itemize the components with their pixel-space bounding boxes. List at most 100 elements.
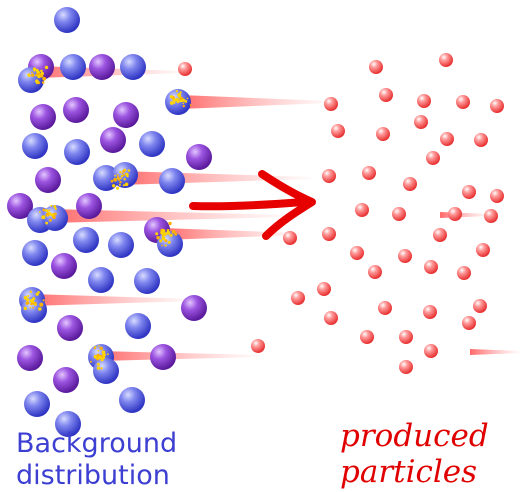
produced-particle	[317, 282, 331, 296]
spark-dot	[23, 306, 27, 311]
blue-ball	[54, 7, 80, 33]
spark-dot	[172, 98, 176, 102]
spark-dot	[29, 306, 32, 309]
purple-ball	[89, 54, 115, 80]
purple-ball	[35, 167, 61, 193]
produced-particle	[462, 316, 476, 330]
spark-dot	[27, 73, 31, 77]
produced-particle	[178, 62, 192, 76]
purple-ball	[51, 253, 77, 279]
produced-particle	[399, 330, 413, 344]
spark-dot	[48, 218, 52, 222]
spark-dot	[119, 181, 122, 184]
purple-ball	[181, 295, 207, 321]
produced-particle	[484, 209, 498, 223]
produced-particle	[291, 291, 305, 305]
purple-ball	[53, 367, 79, 393]
background-distribution-label: Background distribution	[16, 428, 177, 492]
produced-particle	[490, 189, 504, 203]
spark-dot	[179, 96, 183, 100]
particle-trail	[440, 212, 490, 218]
spark-dot	[37, 291, 40, 294]
spark-dot	[164, 244, 167, 247]
spark-dot	[124, 183, 128, 186]
spark-dot	[32, 68, 35, 71]
produced-label-line1: produced	[340, 418, 489, 454]
purple-ball	[186, 144, 212, 170]
spark-dot	[169, 233, 173, 237]
spark-dot	[35, 79, 39, 83]
collision-spark	[155, 221, 178, 247]
spark-dot	[107, 353, 109, 356]
spark-dot	[122, 184, 125, 187]
spark-dot	[46, 215, 49, 217]
produced-particle	[392, 207, 406, 221]
collision-spark	[23, 290, 45, 311]
spark-dot	[173, 101, 176, 104]
spark-dot	[166, 230, 171, 235]
produced-particle	[376, 127, 390, 141]
spark-dot	[160, 230, 164, 235]
purple-ball	[113, 102, 139, 128]
purple-ball	[63, 97, 89, 123]
spark-dot	[97, 349, 100, 352]
produced-particle	[456, 95, 470, 109]
blue-ball	[139, 131, 165, 157]
produced-particle	[417, 94, 431, 108]
produced-particle	[414, 115, 428, 129]
spark-dot	[116, 176, 120, 179]
spark-dot	[38, 211, 41, 213]
spark-dot	[36, 70, 39, 74]
spark-dot	[127, 169, 131, 172]
blue-ball	[134, 268, 160, 294]
spark-dot	[27, 295, 30, 297]
blue-ball	[88, 267, 114, 293]
produced-particle	[448, 207, 462, 221]
spark-dot	[45, 213, 49, 217]
produced-particle	[283, 231, 297, 245]
produced-particle	[368, 265, 382, 279]
spark-dot	[118, 184, 121, 186]
produced-particle	[378, 301, 392, 315]
spark-dot	[52, 215, 56, 219]
spark-dot	[30, 71, 33, 74]
produced-particle	[424, 260, 438, 274]
blue-ball	[55, 411, 81, 437]
produced-particle	[324, 97, 338, 111]
background-label-line2: distribution	[16, 460, 170, 491]
blue-ball	[18, 67, 44, 93]
spark-dot	[122, 169, 126, 173]
purple-ball	[17, 345, 43, 371]
particle-trail	[162, 228, 300, 240]
spark-dot	[173, 230, 176, 233]
spark-dot	[26, 298, 30, 302]
spark-dot	[156, 236, 160, 240]
spark-dot	[50, 213, 53, 216]
spark-dot	[39, 302, 44, 307]
collision-spark	[38, 204, 57, 225]
spark-dot	[163, 232, 167, 236]
spark-dot	[123, 178, 126, 181]
spark-dot	[112, 184, 116, 188]
spark-dot	[120, 174, 124, 178]
blue-ball	[125, 313, 151, 339]
right-arrow-icon	[189, 170, 316, 240]
produced-label-line2: particles	[340, 454, 478, 490]
blue-ball	[22, 133, 48, 159]
spark-dot	[44, 65, 49, 70]
produced-particle	[399, 360, 413, 374]
spark-dot	[175, 98, 180, 102]
blue-ball	[119, 387, 145, 413]
spark-dot	[43, 215, 46, 218]
spark-dot	[41, 81, 45, 84]
particle-trail	[98, 351, 258, 361]
produced-particle	[457, 266, 471, 280]
spark-dot	[189, 104, 192, 106]
spark-dot	[184, 100, 188, 103]
blue-ball	[159, 168, 185, 194]
produced-particle	[362, 166, 376, 180]
spark-dot	[53, 205, 57, 209]
spark-dot	[25, 301, 29, 305]
spark-dot	[169, 95, 174, 99]
spark-dot	[113, 177, 117, 182]
